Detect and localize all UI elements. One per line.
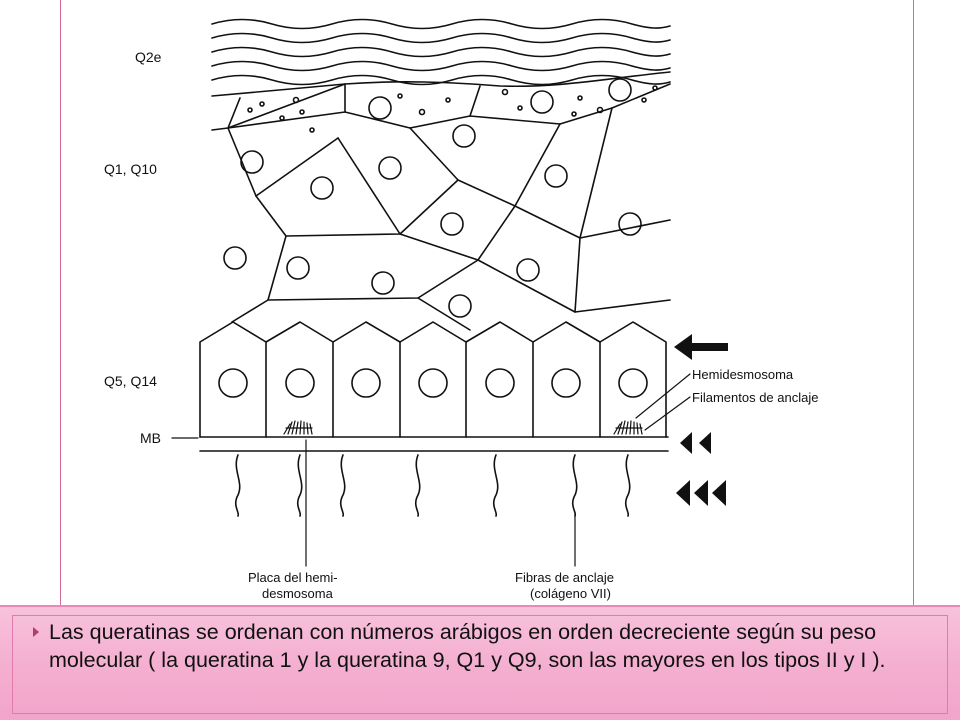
hemidesmosome-right	[613, 420, 643, 435]
label-plaque-line1: Placa del hemi-	[248, 570, 338, 585]
leader-lines	[171, 373, 691, 567]
label-hemidesmosome: Hemidesmosoma	[692, 367, 794, 382]
label-anchoring-filaments: Filamentos de anclaje	[692, 390, 818, 405]
arrow-icon-double	[680, 432, 711, 454]
arrow-icon-triple	[676, 480, 726, 506]
layer-label-q1-q10: Q1, Q10	[104, 161, 157, 177]
label-fibers-line2: (colágeno VII)	[530, 586, 611, 601]
arrow-icon-large	[674, 334, 728, 360]
granular-layer	[211, 71, 671, 133]
layer-label-q5-q14: Q5, Q14	[104, 373, 157, 389]
hemidesmosome-left	[283, 420, 313, 435]
slide-frame	[60, 0, 914, 610]
basal-layer	[199, 321, 667, 438]
caption-text: Las queratinas se ordenan con números ar…	[49, 620, 886, 672]
caption-border: Las queratinas se ordenan con números ar…	[12, 615, 948, 714]
bullet-arrow-icon	[33, 627, 39, 637]
dermal-fibers	[234, 454, 631, 517]
corneum-wavy-lines	[211, 18, 671, 86]
label-fibers-line1: Fibras de anclaje	[515, 570, 614, 585]
layer-label-q2e: Q2e	[135, 49, 162, 65]
layer-label-mb: MB	[140, 430, 161, 446]
caption-box: Las queratinas se ordenan con números ar…	[0, 605, 960, 720]
label-plaque-line2: desmosoma	[262, 586, 334, 601]
spinous-layer	[223, 107, 671, 331]
basement-membrane	[199, 436, 669, 452]
